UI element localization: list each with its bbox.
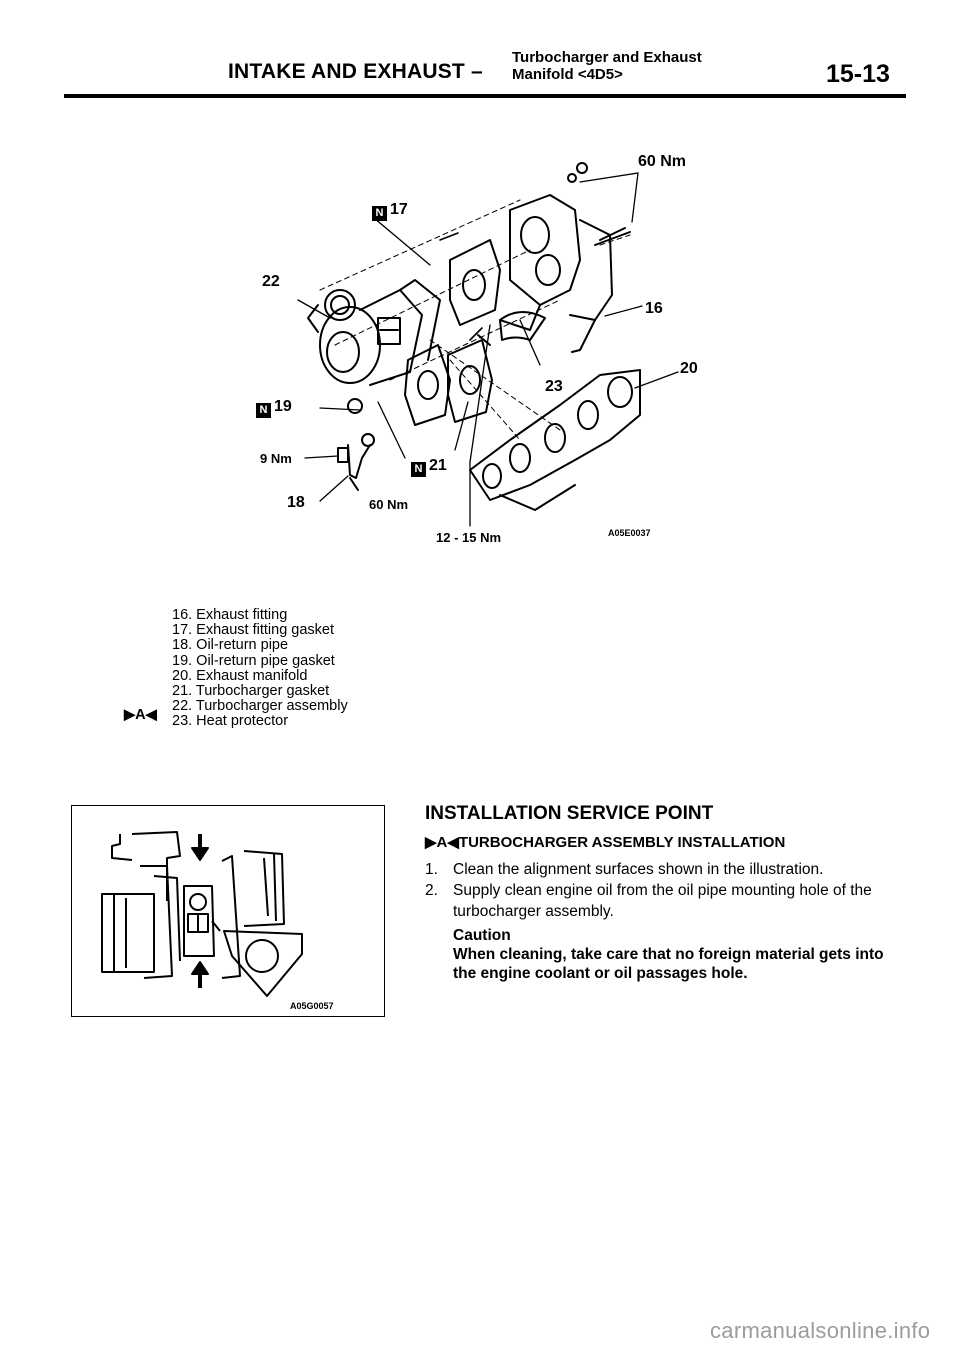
list-item: 22. Turbocharger assembly bbox=[172, 698, 348, 715]
turbo-alignment-illustration: A05G0057 bbox=[71, 805, 385, 1017]
turbocharger-drawing bbox=[307, 279, 441, 386]
diagram-code: A05E0037 bbox=[608, 528, 651, 538]
sub-diagram-code: A05G0057 bbox=[290, 1001, 334, 1011]
leader-lines bbox=[297, 172, 679, 527]
new-part-icon: N bbox=[411, 462, 426, 477]
list-item: 20. Exhaust manifold bbox=[172, 667, 308, 684]
new-part-icon: N bbox=[372, 206, 387, 221]
callout-22: 22 bbox=[262, 273, 280, 290]
caution-text: When cleaning, take care that no foreign… bbox=[453, 946, 884, 982]
installation-title: INSTALLATION SERVICE POINT bbox=[425, 803, 714, 824]
torque-label-top: 60 Nm bbox=[638, 153, 687, 170]
bolts-drawing bbox=[439, 232, 483, 341]
footer-watermark: carmanualsonline.info bbox=[710, 1318, 931, 1343]
callout-23: 23 bbox=[545, 378, 563, 395]
new-part-icon: N bbox=[256, 403, 271, 418]
caution-block: Caution When cleaning, take care that no… bbox=[453, 926, 908, 983]
torque-label-12-15: 12 - 15 Nm bbox=[436, 530, 502, 545]
torque-label-60-bottom: 60 Nm bbox=[369, 497, 409, 512]
page-number: 15-13 bbox=[826, 60, 890, 88]
subtitle-line1: Turbocharger and Exhaust bbox=[512, 49, 702, 66]
section-title: INTAKE AND EXHAUST – bbox=[228, 60, 483, 83]
list-item: 2. Supply clean engine oil from the oil … bbox=[425, 882, 872, 920]
exploded-turbo-diagram bbox=[297, 162, 679, 527]
callout-20: 20 bbox=[680, 360, 698, 377]
turbo-side-view-drawing bbox=[101, 831, 303, 997]
callout-18: 18 bbox=[287, 494, 305, 511]
exhaust-fitting-drawing bbox=[499, 162, 631, 353]
list-item: 23. Heat protector bbox=[172, 713, 289, 730]
list-item: 19. Oil-return pipe gasket bbox=[172, 652, 335, 669]
subtitle-line2: Manifold <4D5> bbox=[512, 66, 623, 83]
service-point-marker: ▶A◀ bbox=[124, 707, 157, 723]
callout-16: 16 bbox=[645, 300, 663, 317]
heat-protector-drawing bbox=[477, 311, 546, 346]
list-item: 16. Exhaust fitting bbox=[172, 607, 288, 623]
torque-label-9: 9 Nm bbox=[260, 451, 292, 466]
installation-subtitle: ▶A◀TURBOCHARGER ASSEMBLY INSTALLATION bbox=[425, 834, 786, 851]
list-item: 21. Turbocharger gasket bbox=[172, 683, 330, 700]
gaskets-drawing bbox=[404, 239, 501, 426]
oil-return-pipe-drawing bbox=[337, 398, 375, 491]
installation-steps: 1. Clean the alignment surfaces shown in… bbox=[425, 859, 905, 922]
list-item: 1. Clean the alignment surfaces shown in… bbox=[425, 861, 824, 878]
parts-list: 16. Exhaust fitting 17. Exhaust fitting … bbox=[172, 607, 348, 730]
list-item: 17. Exhaust fitting gasket bbox=[172, 622, 335, 639]
list-item: 18. Oil-return pipe bbox=[172, 637, 289, 654]
alignment-lines bbox=[319, 199, 631, 441]
caution-label: Caution bbox=[453, 927, 511, 944]
exhaust-manifold-drawing bbox=[469, 369, 641, 511]
header-rule bbox=[64, 94, 906, 98]
